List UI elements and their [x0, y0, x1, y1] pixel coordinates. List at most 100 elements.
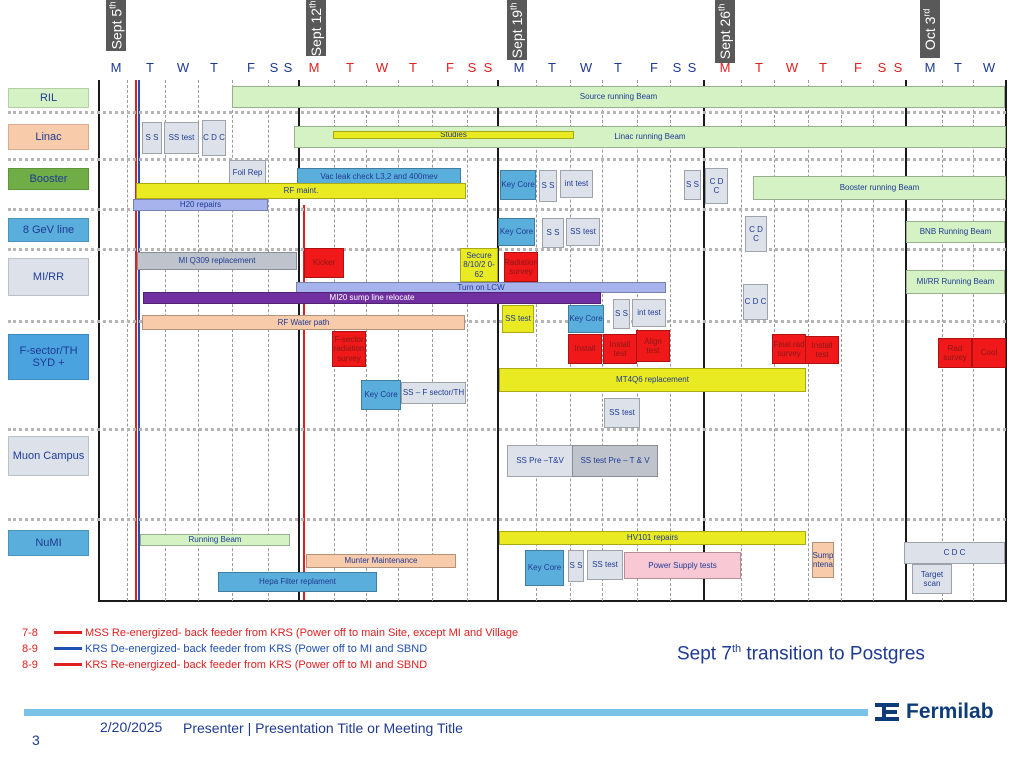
- week-label-date: Sept 12: [308, 7, 325, 56]
- day-label: W: [375, 60, 389, 75]
- schedule-block: HV101 repairs: [499, 531, 806, 545]
- day-label: W: [579, 60, 593, 75]
- day-gridline: [127, 80, 128, 601]
- schedule-block: MI Q309 replacement: [137, 252, 297, 270]
- day-label: S: [893, 60, 903, 75]
- fermilab-logo: Fermilab: [874, 700, 994, 724]
- schedule-block: C D C: [745, 216, 767, 252]
- day-label: S: [877, 60, 887, 75]
- day-gridline: [873, 80, 874, 601]
- schedule-block: Rad survey: [938, 338, 972, 368]
- row-separator: [8, 428, 1006, 431]
- row-label: MI/RR: [8, 258, 89, 296]
- day-label: T: [819, 60, 827, 75]
- day-label: W: [785, 60, 799, 75]
- day-gridline: [232, 80, 233, 601]
- day-label: M: [308, 60, 320, 75]
- row-separator: [8, 248, 1006, 251]
- legend-date: 8-9: [22, 659, 38, 671]
- day-gridline: [467, 80, 468, 601]
- week-label: Oct 3rd: [920, 0, 940, 58]
- schedule-block: Key Core: [361, 380, 401, 410]
- day-label: M: [110, 60, 122, 75]
- row-label: Muon Campus: [8, 436, 89, 476]
- day-label: T: [755, 60, 763, 75]
- schedule-block: BNB Running Beam: [906, 221, 1005, 243]
- schedule-block: S S: [568, 550, 584, 582]
- schedule-block: Target scan: [912, 564, 952, 594]
- row-label: Linac: [8, 124, 89, 150]
- week-gridline: [905, 80, 907, 601]
- day-label: S: [269, 60, 279, 75]
- schedule-block: Cool: [972, 338, 1006, 368]
- legend-line: [54, 663, 82, 666]
- day-label: T: [548, 60, 556, 75]
- schedule-block: Key Core: [498, 218, 535, 246]
- day-gridline: [602, 80, 603, 601]
- week-label-date: Sept 19: [509, 9, 526, 58]
- day-label: T: [210, 60, 218, 75]
- day-gridline: [366, 80, 367, 601]
- logo-text: Fermilab: [906, 700, 994, 723]
- day-label: M: [513, 60, 525, 75]
- day-gridline: [432, 80, 433, 601]
- legend-text: KRS Re-energized- back feeder from KRS (…: [85, 659, 428, 671]
- schedule-block: int test: [560, 170, 593, 198]
- schedule-block: MI/RR Running Beam: [906, 270, 1005, 294]
- schedule-block: S S: [613, 299, 630, 329]
- schedule-block: SS test Pre – T & V: [572, 445, 658, 477]
- day-gridline: [741, 80, 742, 601]
- schedule-block: Install test: [805, 336, 839, 364]
- schedule-block: SS test: [604, 398, 640, 428]
- schedule-block: Running Beam: [140, 534, 290, 546]
- power-marker-blue: [138, 80, 140, 600]
- day-gridline: [165, 80, 166, 601]
- legend-text: KRS De-energized- back feeder from KRS (…: [85, 643, 428, 655]
- schedule-block: Key Core: [568, 305, 604, 333]
- schedule-block: SS Pre –T&V: [507, 445, 573, 477]
- row-label: F-sector/TH SYD +: [8, 334, 89, 380]
- footer-date: 2/20/2025: [100, 719, 163, 735]
- row-separator: [8, 111, 1006, 114]
- week-label-date: Sept 5: [108, 9, 125, 50]
- row-label: NuMI: [8, 530, 89, 556]
- schedule-block: Foil Rep: [229, 160, 266, 186]
- week-label-text: Sept 5th: [108, 2, 125, 50]
- fermilab-mark-icon: [875, 703, 899, 721]
- schedule-block: SS test: [164, 122, 199, 154]
- week-label-suffix: th: [307, 0, 318, 8]
- schedule-block: Install test: [603, 334, 637, 364]
- day-label: M: [924, 60, 936, 75]
- schedule-block: S S: [684, 170, 701, 200]
- day-label: F: [446, 60, 454, 75]
- day-label: F: [247, 60, 255, 75]
- week-label-text: Sept 19th: [509, 2, 526, 58]
- day-label: T: [954, 60, 962, 75]
- schedule-block: Power Supply tests: [624, 552, 741, 579]
- legend-line: [54, 631, 82, 634]
- row-separator: [8, 518, 1006, 521]
- week-label-suffix: rd: [921, 8, 932, 17]
- schedule-block: Secure 8/10/2 0-62: [460, 248, 498, 282]
- schedule-block: MT4Q6 replacement: [499, 368, 806, 392]
- footer-bar: [24, 709, 868, 716]
- day-gridline: [198, 80, 199, 601]
- power-marker-red: [303, 205, 305, 600]
- day-label: S: [283, 60, 293, 75]
- day-label: W: [176, 60, 190, 75]
- day-label: T: [614, 60, 622, 75]
- schedule-block: S S: [542, 218, 564, 248]
- day-label: M: [719, 60, 731, 75]
- schedule-block: MI20 sump line relocate: [143, 292, 601, 304]
- schedule-block: RF Water path: [142, 315, 465, 330]
- week-label-date: Sept 26: [717, 11, 734, 60]
- schedule-block: C D C: [743, 284, 768, 320]
- week-label-text: Sept 12th: [308, 0, 325, 56]
- week-gridline: [703, 80, 705, 601]
- week-label: Sept 5th: [106, 0, 126, 51]
- week-label-text: Oct 3rd: [922, 8, 939, 49]
- schedule-block: Hepa Filter replament: [218, 572, 377, 592]
- schedule-block: H20 repairs: [133, 199, 268, 211]
- legend-date: 8-9: [22, 643, 38, 655]
